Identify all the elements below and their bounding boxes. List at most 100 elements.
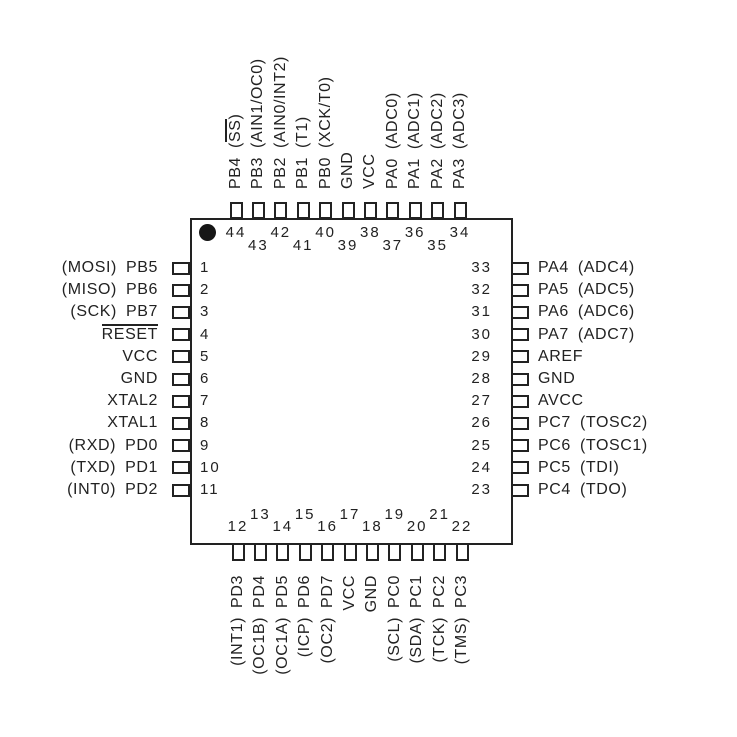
pin1-indicator-dot — [199, 224, 216, 241]
pin-37 — [386, 202, 400, 219]
pin-label-25: PC6(TOSC1) — [538, 436, 648, 454]
pin-number-25: 25 — [471, 436, 492, 454]
pin-17 — [343, 543, 357, 561]
pin-number-3: 3 — [200, 303, 211, 321]
pin-40 — [319, 202, 333, 219]
pin-18 — [365, 543, 379, 561]
pin-number-6: 6 — [200, 370, 211, 387]
pin-35 — [431, 202, 445, 219]
pin-7 — [172, 394, 190, 408]
pin-number-23: 23 — [471, 481, 492, 498]
pin-number-30: 30 — [471, 325, 492, 343]
pin-label-12: (INT1)PD3 — [229, 575, 246, 666]
pin-number-17: 17 — [339, 506, 361, 523]
pin-27 — [511, 394, 529, 408]
pin-label-3: (SCK)PB7 — [70, 303, 158, 321]
pin-number-19: 19 — [384, 506, 406, 523]
pin-label-36: PA1(ADC1) — [406, 92, 424, 189]
pin-label-23: PC4(TDO) — [538, 481, 628, 498]
overline-text: SS — [225, 119, 244, 143]
pin-number-40: 40 — [315, 224, 336, 241]
overline-text: RESET — [101, 323, 158, 343]
pin-26 — [511, 416, 529, 430]
pin-number-37: 37 — [382, 237, 404, 254]
pin-30 — [511, 328, 529, 342]
pin-number-39: 39 — [337, 237, 359, 254]
pin-label-37: PA0(ADC0) — [383, 92, 401, 189]
chip-body — [190, 218, 513, 545]
pin-number-44: 44 — [225, 224, 247, 241]
pin-label-34: PA3(ADC3) — [451, 92, 468, 189]
pin-label-35: PA2(ADC2) — [428, 92, 446, 189]
pin-number-21: 21 — [429, 506, 450, 523]
pin-number-11: 11 — [200, 481, 220, 498]
pin-label-1: (MOSI)PB5 — [61, 259, 158, 276]
pin-9 — [172, 439, 190, 453]
pin-number-36: 36 — [404, 224, 426, 241]
pin-25 — [511, 439, 529, 453]
pin-label-44: PB4(SS) — [225, 113, 244, 189]
pin-number-7: 7 — [200, 392, 211, 410]
pin-number-12: 12 — [227, 518, 249, 535]
pin-label-28: GND — [538, 370, 576, 387]
pin-number-18: 18 — [362, 518, 383, 535]
pin-number-27: 27 — [471, 392, 492, 410]
pin-11 — [172, 483, 190, 497]
pin-number-1: 1 — [200, 259, 211, 276]
pin-label-30: PA7(ADC7) — [538, 325, 635, 343]
pin-28 — [511, 372, 529, 386]
pin-label-24: PC5(TDI) — [538, 458, 620, 476]
pin-19 — [388, 543, 402, 561]
pin-44 — [229, 202, 243, 219]
pin-label-29: AREF — [538, 347, 584, 365]
pin-number-31: 31 — [471, 303, 492, 321]
pin-label-40: PB0(XCK/T0) — [316, 76, 334, 189]
pin-label-38: VCC — [361, 153, 379, 189]
pin-number-5: 5 — [200, 347, 211, 365]
pin-label-15: (ICP)PD6 — [296, 575, 314, 658]
pin-36 — [408, 202, 422, 219]
pin-label-11: (INT0)PD2 — [67, 481, 158, 498]
pin-21 — [433, 543, 447, 561]
pin-number-2: 2 — [200, 281, 211, 299]
pin-22 — [455, 543, 469, 561]
pin-number-34: 34 — [449, 224, 471, 241]
pin-number-43: 43 — [248, 237, 269, 254]
pin-label-21: (TCK)PC2 — [430, 575, 448, 663]
pin-12 — [231, 543, 245, 561]
pin-label-10: (TXD)PD1 — [70, 458, 158, 476]
pin-23 — [511, 483, 529, 497]
pin-number-35: 35 — [427, 237, 448, 254]
pin-20 — [410, 543, 424, 561]
pin-label-32: PA5(ADC5) — [538, 281, 635, 299]
pin-number-22: 22 — [451, 518, 473, 535]
pin-label-39: GND — [339, 151, 356, 189]
pin-label-20: (SDA)PC1 — [408, 575, 426, 664]
pin-15 — [298, 543, 312, 561]
pin-number-14: 14 — [272, 518, 294, 535]
pin-label-33: PA4(ADC4) — [538, 259, 635, 276]
pin-4 — [172, 328, 190, 342]
pin-31 — [511, 305, 529, 319]
pin-number-26: 26 — [471, 414, 492, 432]
pin-label-5: VCC — [122, 347, 158, 365]
pin-32 — [511, 283, 529, 297]
pin-14 — [276, 543, 290, 561]
pin-2 — [172, 283, 190, 297]
pin-number-41: 41 — [292, 237, 314, 254]
pin-number-42: 42 — [270, 224, 292, 241]
pin-39 — [341, 202, 355, 219]
pin-number-16: 16 — [317, 518, 338, 535]
pin-label-9: (RXD)PD0 — [68, 436, 158, 454]
pin-label-6: GND — [120, 370, 158, 387]
pin-43 — [251, 202, 265, 219]
pin-10 — [172, 461, 190, 475]
pin-1 — [172, 261, 190, 275]
pin-label-16: (OC2)PD7 — [318, 575, 336, 664]
pin-label-42: PB2(AIN0/INT2) — [271, 56, 289, 189]
pin-8 — [172, 416, 190, 430]
pin-42 — [274, 202, 288, 219]
pin-number-24: 24 — [471, 458, 492, 476]
pin-6 — [172, 372, 190, 386]
pin-number-32: 32 — [471, 281, 492, 299]
